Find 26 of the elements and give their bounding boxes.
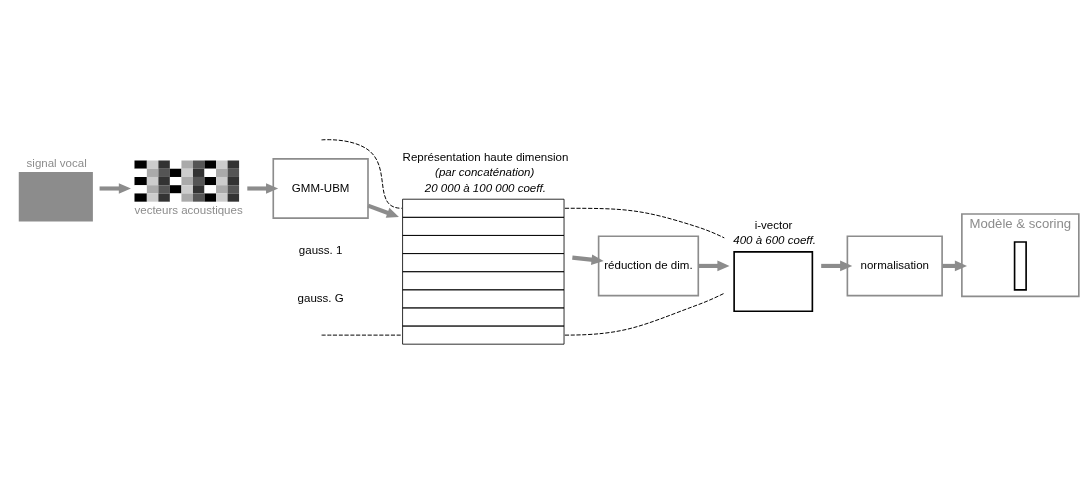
node-label: i-vector — [754, 219, 793, 232]
node-box: GMM-UBM — [272, 158, 369, 219]
node-text: vecteurs acoustiques — [134, 204, 243, 217]
arrow — [247, 183, 279, 194]
arrow — [821, 260, 853, 272]
node-label: 20 000 à 100 000 coeff. — [424, 181, 546, 194]
node-label: Représentation haute dimension — [402, 151, 569, 164]
label: gauss. G — [297, 291, 344, 304]
node-box: normalisation — [846, 235, 943, 297]
node-label: signal vocal — [26, 157, 87, 170]
arrow — [99, 183, 131, 194]
connector — [564, 292, 725, 336]
connector — [321, 334, 403, 336]
node-label: (par concaténation) — [435, 166, 535, 179]
node-box — [18, 172, 93, 222]
cluster: Modèle & scoring — [961, 213, 1080, 298]
arrow — [367, 203, 399, 218]
arrow — [698, 260, 730, 272]
arrow — [572, 254, 604, 265]
label: gauss. 1 — [298, 244, 343, 257]
node-bar — [1013, 241, 1027, 291]
node-label: 400 à 600 coeff. — [733, 233, 816, 246]
node-box: réduction de dim. — [597, 235, 700, 297]
node-box — [733, 251, 814, 313]
connector — [564, 207, 725, 239]
connector — [321, 139, 403, 209]
